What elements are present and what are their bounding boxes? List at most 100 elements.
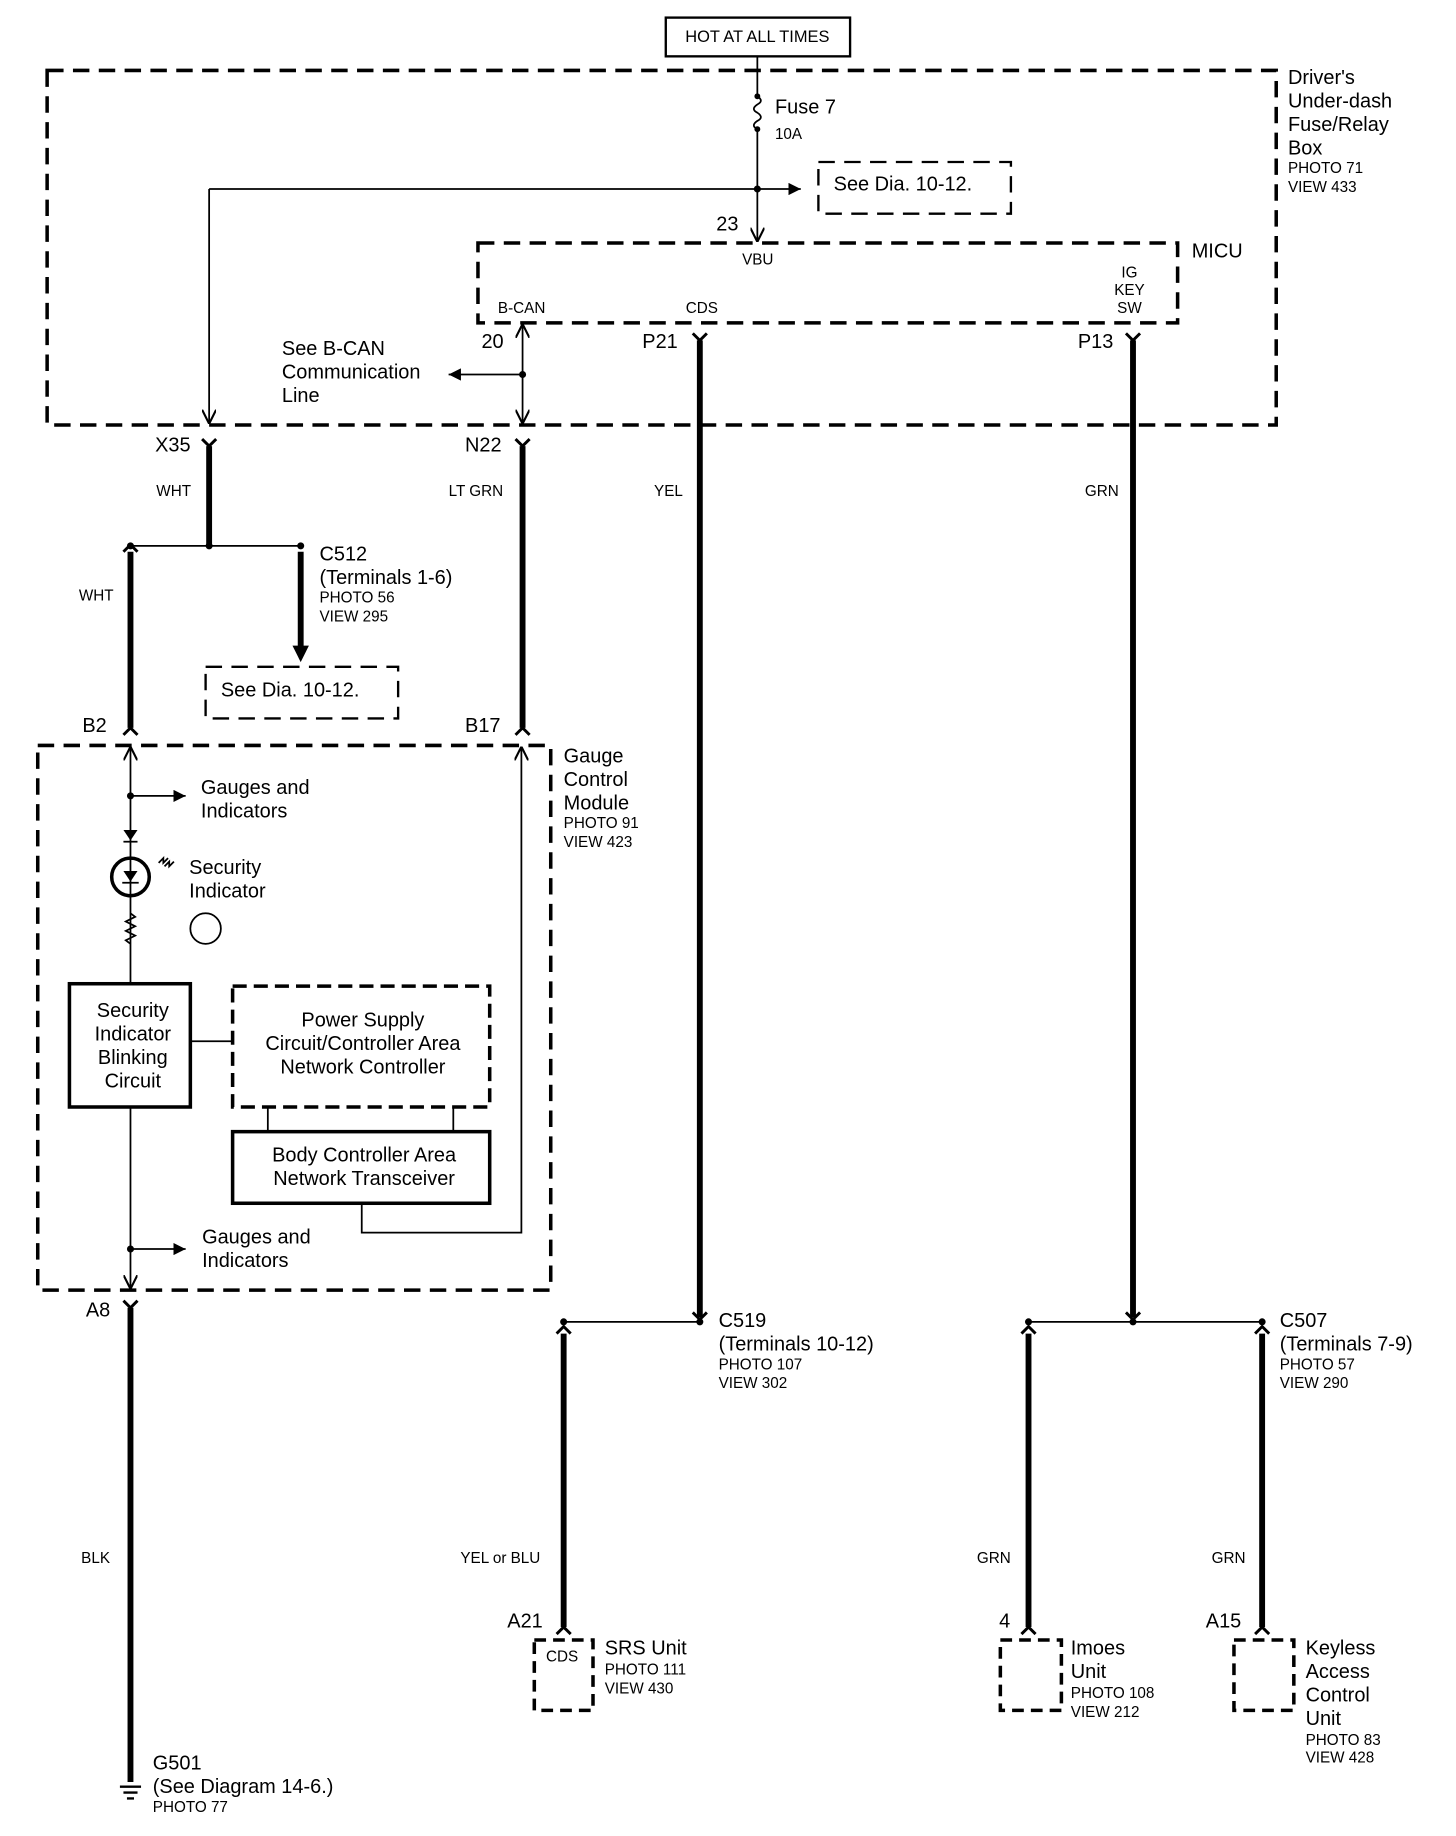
g501-photo-text: PHOTO 77 (153, 1799, 228, 1816)
keyless-lines-2-text: Control (1306, 1685, 1370, 1707)
micu-ig_pin-text: P13 (1078, 331, 1113, 353)
hot-at-all-times-box: HOT AT ALL TIMES (664, 16, 852, 58)
srs-pin_label-text: CDS (546, 1649, 578, 1666)
gauge_module-lines-0-text: Gauge (564, 745, 624, 767)
gauge_module-lines-1-text: Control (564, 769, 628, 791)
connectors-b2-text: B2 (82, 715, 106, 737)
fuse-icon (752, 95, 762, 130)
micu-bcan_pin-text: 20 (481, 331, 503, 353)
wire_colors-grn-text: GRN (1085, 483, 1119, 500)
c519-photo-text: PHOTO 107 (719, 1356, 803, 1373)
micu-cds_pin-text: P21 (642, 331, 677, 353)
micu-box (476, 241, 1180, 325)
keyless-unit-box (1232, 1638, 1296, 1713)
fuse-rating: 10A (775, 126, 803, 143)
c519-label: C519 (Terminals 10-12) PHOTO 107 VIEW 30… (719, 1310, 874, 1392)
micu-ig-2-text: SW (1117, 300, 1142, 317)
see-dia-top-link[interactable]: See Dia. 10-12. (834, 174, 973, 196)
gauge_module-security_indicator-1-text: Indicator (189, 880, 266, 902)
micu-bcan-text: B-CAN (498, 300, 545, 317)
fuse_box-lines-2-text: Fuse/Relay (1288, 114, 1389, 136)
fuse_box-lines-0-text: Driver's (1288, 67, 1355, 89)
srs-view-text: VIEW 430 (605, 1680, 674, 1697)
g501-name-text: G501 (153, 1753, 202, 1775)
keyless-view-text: VIEW 428 (1306, 1750, 1375, 1767)
connectors-x35-text: X35 (155, 434, 190, 456)
c507-name-text: C507 (1280, 1310, 1328, 1332)
gauge_module-gauges_bottom-1-text: Indicators (202, 1250, 288, 1272)
c507-terminals-text: (Terminals 7-9) (1280, 1334, 1413, 1356)
security-indicator-led-icon (109, 856, 175, 898)
gauge_module-gauges_top-0-text: Gauges and (201, 777, 310, 799)
bcan_note-1-text: Communication (282, 362, 421, 384)
c512-photo-text: PHOTO 56 (319, 590, 394, 607)
wire_colors-yel-text: YEL (654, 483, 683, 500)
bcan-note: See B-CAN (282, 338, 385, 360)
gauge_module-security_indicator-0-text: Security (189, 857, 261, 879)
gauge-control-module (35, 743, 553, 1292)
gauge_module-gauges_top-1-text: Indicators (201, 801, 287, 823)
wire_colors-wht2-text: WHT (79, 587, 114, 604)
fuse-name: Fuse 7 (775, 96, 836, 118)
gauge_module-blinking-3-text: Circuit (105, 1071, 162, 1093)
fuse_box-photo-text: PHOTO 71 (1288, 160, 1363, 177)
gauge_module-blinking-1-text: Indicator (95, 1024, 172, 1046)
fuse-relay-box (45, 68, 1278, 427)
see-dia-mid-link[interactable]: See Dia. 10-12. (221, 680, 360, 702)
micu-ig-1-text: KEY (1114, 282, 1145, 299)
connectors-a21-text: A21 (507, 1611, 542, 1633)
imoes-unit-box (998, 1638, 1064, 1713)
gauge_module-view-text: VIEW 423 (564, 834, 633, 851)
wire_colors-grn_keyless-text: GRN (1212, 1550, 1246, 1567)
connectors-a15-text: A15 (1206, 1611, 1241, 1633)
srs-photo-text: PHOTO 111 (605, 1662, 686, 1679)
micu-ig-0-text: IG (1121, 265, 1137, 282)
power-label: HOT AT ALL TIMES (685, 28, 829, 46)
wire_colors-ltgrn-text: LT GRN (449, 483, 504, 500)
wire_colors-grn_imoes-text: GRN (977, 1550, 1011, 1567)
micu-terminal-23: 23 (716, 214, 738, 236)
srs-name-text: SRS Unit (605, 1638, 687, 1660)
gauge-module-label: Gauge Control Module PHOTO 91 VIEW 423 (564, 745, 639, 850)
gauge_module-lines-2-text: Module (564, 792, 629, 814)
c512-view-text: VIEW 295 (319, 609, 388, 626)
keyless-lines-1-text: Access (1306, 1661, 1370, 1683)
c512-terminals-text: (Terminals 1-6) (319, 567, 452, 589)
micu-vbu-text: VBU (742, 252, 773, 269)
wire_colors-wht1-text: WHT (156, 483, 191, 500)
fuse-box-label: Driver's Under-dash Fuse/Relay Box PHOTO… (1288, 67, 1392, 196)
see-dia-mid-box (204, 665, 400, 720)
keyless-lines-3-text: Unit (1306, 1708, 1342, 1730)
connectors-n22-text: N22 (465, 434, 502, 456)
keyless-photo-text: PHOTO 83 (1306, 1732, 1381, 1749)
c512-name-text: C512 (319, 544, 367, 566)
imoes-view-text: VIEW 212 (1071, 1704, 1140, 1721)
c507-photo-text: PHOTO 57 (1280, 1356, 1355, 1373)
gauge_module-blinking-2-text: Blinking (98, 1047, 168, 1069)
micu-cds-text: CDS (686, 300, 718, 317)
c519-name-text: C519 (719, 1310, 767, 1332)
connectors-imoes_pin-text: 4 (999, 1611, 1010, 1633)
c519-terminals-text: (Terminals 10-12) (719, 1334, 874, 1356)
gauge_module-transceiver-1-text: Network Transceiver (273, 1168, 455, 1190)
c519-view-text: VIEW 302 (719, 1375, 788, 1392)
indicator-lamp-icon (189, 912, 222, 945)
keyless-lines-0-text: Keyless (1306, 1638, 1376, 1660)
g501-note-text: (See Diagram 14-6.) (153, 1776, 334, 1798)
connectors-a8-text: A8 (86, 1300, 110, 1322)
micu-label: MICU (1192, 241, 1243, 263)
ground-icon (119, 1785, 142, 1800)
gauge_module-gauges_bottom-0-text: Gauges and (202, 1227, 311, 1249)
gauge_module-power_supply-0-text: Power Supply (301, 1010, 424, 1032)
gauge_module-blinking-0-text: Security (97, 1000, 169, 1022)
srs-unit-box (532, 1638, 595, 1713)
fuse_box-view-text: VIEW 433 (1288, 179, 1357, 196)
connectors-b17-text: B17 (465, 715, 500, 737)
connector-icons (122, 332, 1271, 1636)
see-dia-top-box (817, 160, 1013, 215)
imoes-lines-1-text: Unit (1071, 1661, 1107, 1683)
bcan_note-2-text: Line (282, 385, 320, 407)
c512-label: C512 (Terminals 1-6) PHOTO 56 VIEW 295 (319, 544, 452, 626)
g501-label: G501 (See Diagram 14-6.) PHOTO 77 (153, 1753, 334, 1816)
